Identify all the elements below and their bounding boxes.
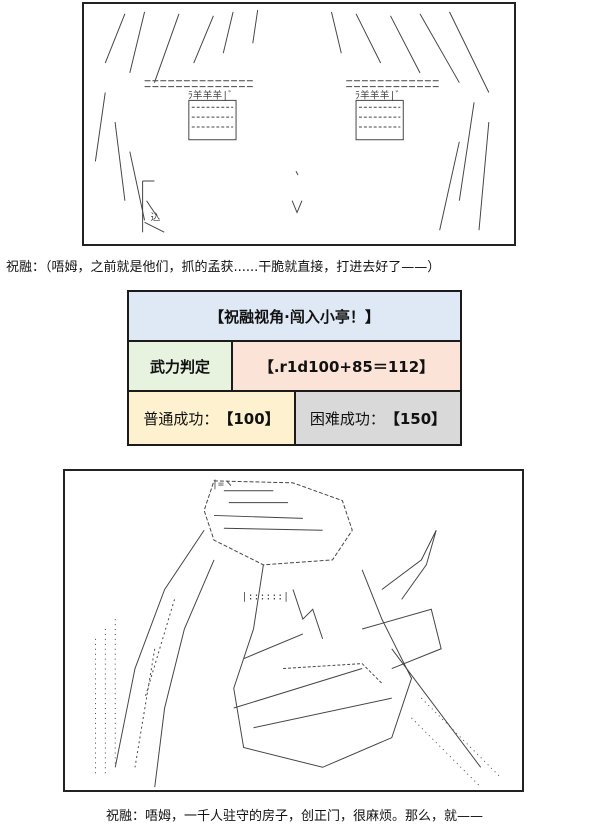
ascii-art-frame-eyes: ﾗ羊羊羊|ﾞ ﾗ羊羊羊|ﾞ 込	[82, 2, 516, 246]
ascii-art-figure-text: |=ヽ |::::::|	[212, 479, 289, 603]
ascii-text-body: |::::::|	[242, 591, 289, 602]
hard-success-label: 困难成功：	[309, 409, 385, 428]
check-label: 武力判定	[127, 340, 233, 392]
ascii-art-figure	[94, 480, 501, 788]
ascii-text-right-eye: ﾗ羊羊羊|ﾞ	[355, 88, 400, 101]
normal-success-cell: 普通成功：【100】	[127, 390, 296, 446]
ascii-art-eyes-text: ﾗ羊羊羊|ﾞ ﾗ羊羊羊|ﾞ 込	[150, 88, 400, 223]
normal-success-label: 普通成功：	[143, 409, 219, 428]
ascii-art-frame-figure: |=ヽ |::::::|	[63, 469, 524, 792]
ascii-text-lower-left: 込	[150, 211, 160, 223]
check-roll-value: 【.r1d100+85＝112】	[231, 340, 462, 392]
hard-success-cell: 困难成功：【150】	[294, 390, 462, 446]
ascii-text-left-eye: ﾗ羊羊羊|ﾞ	[188, 88, 233, 101]
dice-roll-table: 【祝融视角·闯入小亭！】 武力判定 【.r1d100+85＝112】 普通成功：…	[127, 290, 462, 446]
hard-success-value: 【150】	[384, 409, 447, 428]
dialogue-caption-second: 祝融：唔姆，一千人驻守的房子，创正门，很麻烦。那么，就——	[105, 809, 483, 824]
ascii-text-head: |=ヽ	[212, 479, 234, 490]
normal-success-value: 【100】	[218, 409, 280, 428]
dialogue-caption-first: 祝融：（唔姆，之前就是他们，抓的孟获......干脆就直接，打进去好了——）	[6, 260, 441, 275]
table-title: 【祝融视角·闯入小亭！】	[127, 290, 462, 342]
ascii-art-eyes	[94, 9, 490, 233]
